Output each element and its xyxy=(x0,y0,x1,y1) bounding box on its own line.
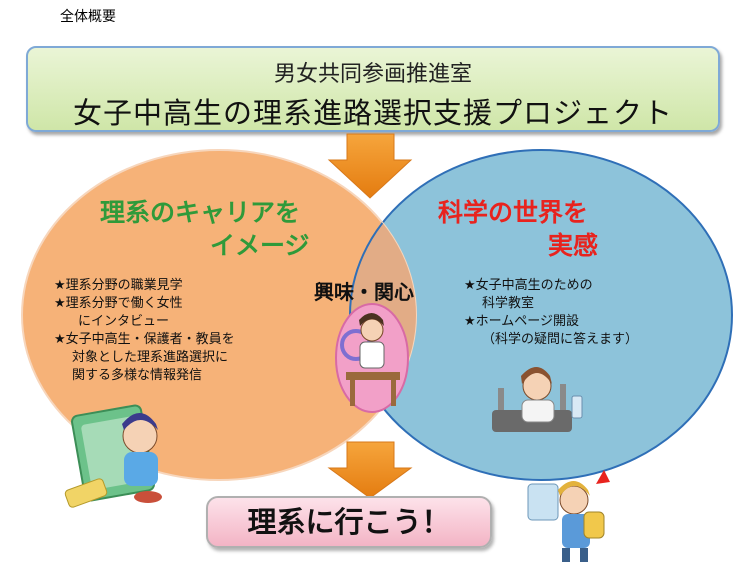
right-activity-list: ★女子中高生のための 科学教室 ★ホームページ開設 （科学の疑問に答えます） xyxy=(464,277,638,349)
right-circle-title: 科学の世界を 実感 xyxy=(438,196,658,262)
list-item: 関する多様な情報発信 xyxy=(72,368,203,383)
right-title-line2: 実感 xyxy=(548,231,599,260)
bottom-arrow-icon xyxy=(327,441,413,499)
list-item: ★女子中高生・保護者・教員を xyxy=(54,332,235,347)
girl-studying-illustration xyxy=(335,303,409,413)
list-item: ★理系分野で働く女性 xyxy=(54,296,183,311)
list-item: ★ホームページ開設 xyxy=(464,314,580,329)
left-title-line2: イメージ xyxy=(210,231,310,260)
overlap-label: 興味・関心 xyxy=(314,280,414,304)
girl-reading-illustration xyxy=(64,404,162,508)
right-title-line1: 科学の世界を xyxy=(438,198,589,227)
banner-project-title: 女子中高生の理系進路選択支援プロジェクト xyxy=(72,96,673,130)
girl-scientist-illustration xyxy=(492,367,583,432)
left-circle-title: 理系のキャリアを イメージ xyxy=(100,196,310,262)
girl-backpack-illustration xyxy=(527,470,610,562)
list-item: にインタビュー xyxy=(78,314,170,329)
left-title-line1: 理系のキャリアを xyxy=(100,198,301,227)
left-activity-list: ★理系分野の職業見学 ★理系分野で働く女性 にインタビュー ★女子中高生・保護者… xyxy=(54,277,235,385)
goal-box: 理系に行こう！ xyxy=(206,496,492,548)
list-item: ★理系分野の職業見学 xyxy=(54,278,183,293)
list-item: 対象とした理系進路選択に xyxy=(72,350,229,365)
page-heading: 全体概要 xyxy=(60,9,116,25)
top-arrow-icon xyxy=(327,133,413,199)
title-banner: 男女共同参画推進室 女子中高生の理系進路選択支援プロジェクト xyxy=(26,46,720,132)
list-item: ★女子中高生のための xyxy=(464,278,593,293)
list-item: （科学の疑問に答えます） xyxy=(482,332,639,347)
list-item: 科学教室 xyxy=(482,296,535,311)
banner-office-name: 男女共同参画推進室 xyxy=(273,62,472,87)
